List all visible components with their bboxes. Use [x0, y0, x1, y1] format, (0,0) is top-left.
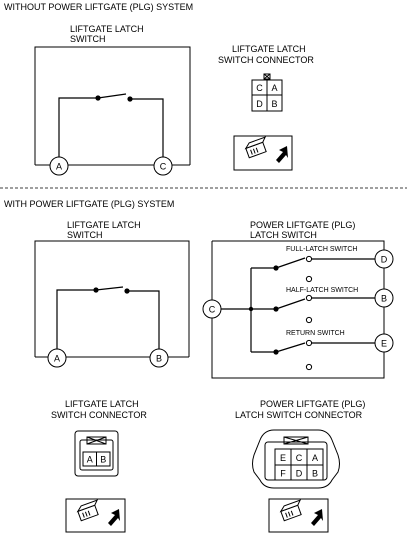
plg-switch-label-1: POWER LIFTGATE (PLG) — [250, 220, 355, 230]
svg-text:A: A — [54, 354, 60, 364]
section1-connector-face: C A D B — [251, 73, 283, 112]
section2-connector-label-2: SWITCH CONNECTOR — [51, 410, 147, 420]
plg-connector-face: E C A F D B — [252, 429, 340, 489]
half-latch-switch-label: HALF-LATCH SWITCH — [286, 287, 358, 294]
lock-tab-icon — [86, 436, 107, 445]
plg-connector-label-2: LATCH SWITCH CONNECTOR — [235, 410, 363, 420]
section2-terminal-b: B — [149, 348, 169, 368]
switch-contact — [127, 96, 133, 102]
svg-text:B: B — [381, 294, 387, 304]
svg-text:B: B — [271, 99, 277, 109]
svg-text:A: A — [56, 162, 62, 172]
section2-switch-label-1: LIFTGATE LATCH — [67, 220, 141, 230]
section1-terminal-a: A — [49, 156, 69, 176]
plg-switch-circuit — [221, 255, 375, 371]
connector-harness-side-icon — [268, 498, 329, 533]
plg-terminal-b: B — [374, 288, 394, 308]
svg-text:A: A — [312, 453, 318, 463]
svg-text:C: C — [296, 453, 303, 463]
switch-contact — [93, 287, 99, 293]
section2-switch-label-2: SWITCH — [67, 230, 103, 240]
section1-switch-label-1: LIFTGATE LATCH — [70, 24, 144, 34]
svg-text:C: C — [256, 83, 263, 93]
svg-text:B: B — [312, 469, 318, 479]
section2-connector-label-1: LIFTGATE LATCH — [65, 399, 139, 409]
svg-text:D: D — [381, 255, 388, 265]
svg-text:A: A — [271, 83, 277, 93]
plg-terminal-e: E — [374, 333, 394, 353]
section1-switch-box — [34, 46, 191, 166]
section2-terminal-a: A — [47, 348, 67, 368]
full-latch-switch-label: FULL-LATCH SWITCH — [286, 246, 357, 253]
section2-switch-box — [34, 240, 190, 358]
svg-text:F: F — [280, 469, 286, 479]
lock-tab-icon — [263, 73, 271, 80]
svg-text:B: B — [100, 455, 106, 465]
svg-text:E: E — [381, 339, 387, 349]
switch-contact — [95, 95, 101, 101]
svg-text:D: D — [296, 469, 303, 479]
connector-harness-side-icon — [233, 135, 293, 171]
svg-text:E: E — [280, 453, 286, 463]
plg-terminal-d: D — [374, 249, 394, 269]
switch-contact — [124, 288, 130, 294]
plg-switch-box — [211, 240, 385, 379]
svg-text:C: C — [160, 162, 167, 172]
svg-text:D: D — [256, 99, 263, 109]
section1-switch-label-2: SWITCH — [70, 34, 106, 44]
section1-title: WITHOUT POWER LIFTGATE (PLG) SYSTEM — [4, 2, 193, 12]
return-switch-label: RETURN SWITCH — [286, 330, 345, 337]
connector-harness-side-icon — [65, 498, 126, 533]
plg-switch-label-2: LATCH SWITCH — [250, 230, 317, 240]
section1-connector-label-1: LIFTGATE LATCH — [232, 44, 306, 54]
section1-switch-circuit — [58, 93, 164, 157]
section2-connector-face: A B — [74, 430, 119, 477]
section1-connector-label-2: SWITCH CONNECTOR — [218, 55, 314, 65]
lock-tab-icon — [283, 436, 309, 445]
section2-title: WITH POWER LIFTGATE (PLG) SYSTEM — [4, 199, 174, 209]
svg-text:B: B — [156, 354, 162, 364]
svg-text:C: C — [209, 305, 216, 315]
plg-connector-label-1: POWER LIFTGATE (PLG) — [260, 399, 365, 409]
plg-terminal-c: C — [202, 299, 222, 319]
section2-switch-circuit — [56, 286, 160, 349]
section1-terminal-c: C — [153, 156, 173, 176]
svg-text:A: A — [87, 455, 93, 465]
